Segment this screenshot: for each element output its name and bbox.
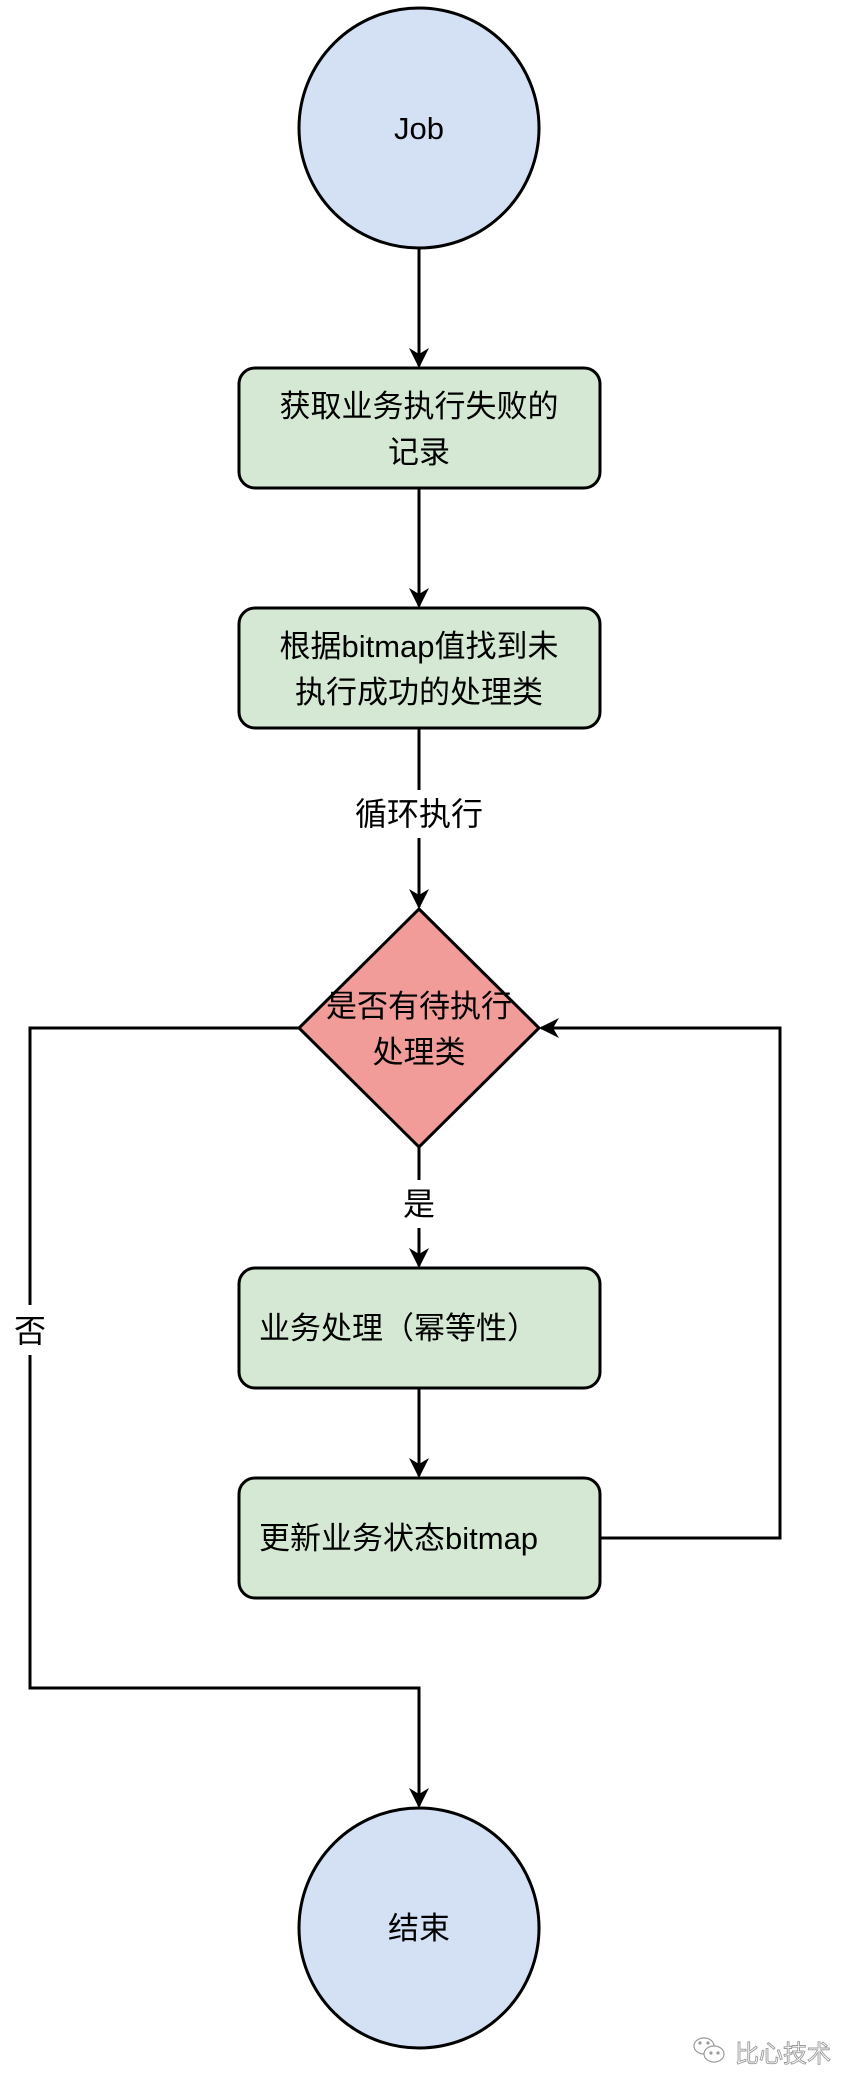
- edges: [28, 248, 782, 1808]
- start-circle: [297, 6, 541, 250]
- find-label-line-2: 执行成功的处理类: [295, 675, 543, 710]
- wechat-icon: [693, 2037, 725, 2063]
- node-find-handlers[interactable]: 根据bitmap值找到未 执行成功的处理类: [237, 606, 602, 730]
- edge-label-loop: 循环执行: [355, 796, 483, 832]
- process-box: [237, 1266, 602, 1390]
- yes-label-bg: [400, 1182, 440, 1226]
- find-label-line-1: 根据bitmap值找到未: [279, 629, 558, 664]
- fetch-label-line-1: 获取业务执行失败的: [280, 389, 559, 424]
- decision-label-line-1: 是否有待执行: [326, 989, 512, 1024]
- loop-label-bg: [350, 790, 490, 836]
- edge-decision-no-lower: [28, 1355, 429, 1808]
- process-label: 业务处理（幂等性）: [259, 1311, 538, 1346]
- end-label: 结束: [388, 1911, 450, 1946]
- start-label: Job: [394, 111, 444, 146]
- node-update-bitmap[interactable]: 更新业务状态bitmap: [237, 1476, 602, 1600]
- decision-label-line-2: 处理类: [373, 1035, 466, 1070]
- no-label-bg: [12, 1308, 50, 1352]
- update-box: [237, 1476, 602, 1600]
- edge-label-yes: 是: [403, 1186, 435, 1222]
- decision-diamond: [296, 906, 542, 1150]
- node-business-process[interactable]: 业务处理（幂等性）: [237, 1266, 602, 1390]
- edge-decision-no-upper: [28, 1026, 299, 1305]
- watermark-text: 比心技术: [735, 2040, 831, 2068]
- node-has-pending-decision[interactable]: 是否有待执行 处理类: [296, 906, 542, 1150]
- node-fetch-failed-records[interactable]: 获取业务执行失败的 记录: [237, 366, 602, 490]
- edge-update-loop-back: [539, 1018, 782, 1540]
- find-box: [237, 606, 602, 730]
- end-circle: [297, 1806, 541, 2050]
- edge-label-no: 否: [14, 1313, 46, 1349]
- node-end[interactable]: 结束: [297, 1806, 541, 2050]
- fetch-box: [237, 366, 602, 490]
- watermark: 比心技术: [693, 2037, 831, 2068]
- fetch-label-line-2: 记录: [388, 435, 450, 470]
- update-label: 更新业务状态bitmap: [259, 1521, 538, 1556]
- node-start[interactable]: Job: [297, 6, 541, 250]
